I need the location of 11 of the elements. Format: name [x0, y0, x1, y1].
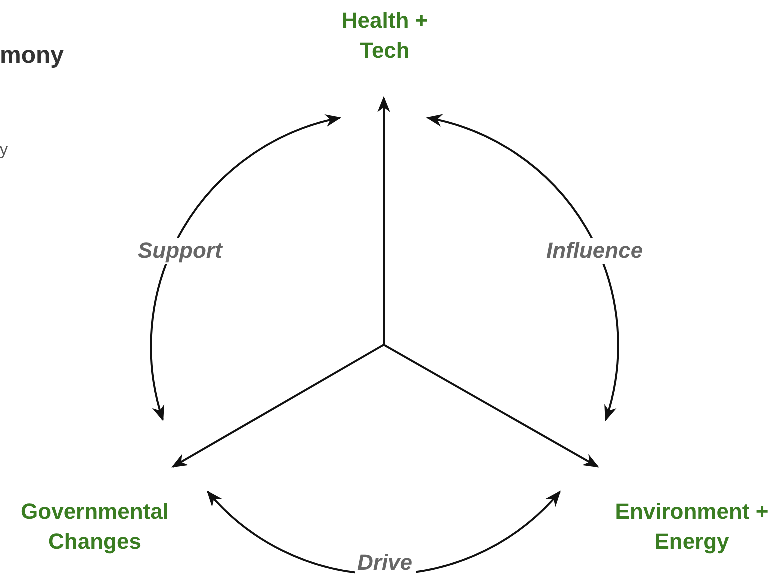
text-fragment: mony: [0, 42, 64, 70]
edge-label: Support: [135, 238, 226, 264]
arrow: [384, 344, 600, 468]
text-fragment: y: [0, 142, 8, 160]
arrow: [426, 115, 620, 422]
node-label: Environment + Energy: [614, 498, 770, 556]
node-label: Governmental Changes: [20, 498, 170, 556]
arrow: [378, 96, 390, 345]
arrow: [172, 344, 384, 468]
node-label: Health + Tech: [340, 7, 430, 65]
arrow: [150, 115, 342, 422]
